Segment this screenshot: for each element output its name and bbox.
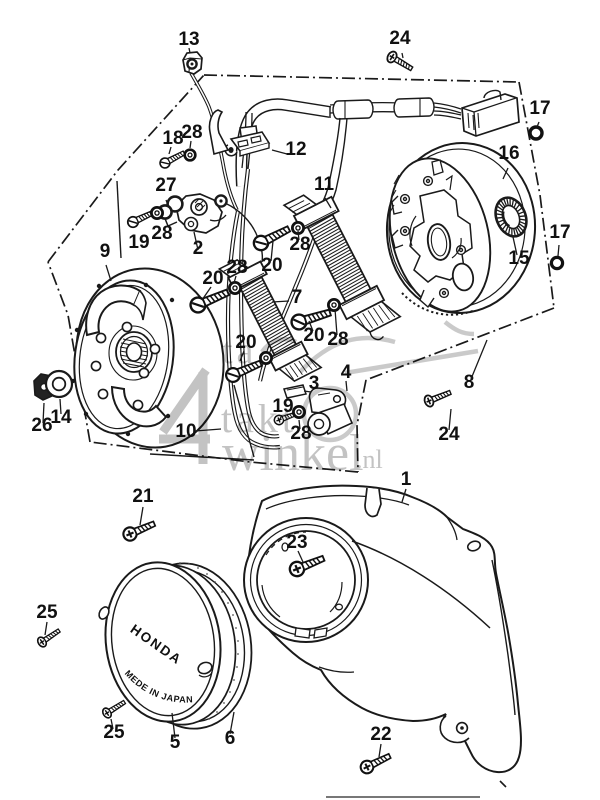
svg-text:22: 22 [370, 724, 391, 745]
svg-text:16: 16 [498, 143, 519, 164]
svg-text:19: 19 [128, 232, 149, 253]
svg-text:17: 17 [529, 98, 550, 119]
svg-text:25: 25 [103, 722, 125, 743]
svg-text:21: 21 [132, 486, 154, 507]
svg-text:20: 20 [235, 332, 256, 353]
svg-text:20: 20 [261, 255, 282, 276]
svg-text:26: 26 [31, 415, 52, 436]
svg-text:18: 18 [162, 128, 183, 149]
svg-text:19: 19 [272, 396, 293, 417]
svg-text:28: 28 [151, 223, 172, 244]
svg-text:25: 25 [36, 602, 58, 623]
svg-text:17: 17 [549, 222, 570, 243]
svg-text:28: 28 [289, 234, 310, 255]
svg-text:23: 23 [286, 532, 307, 553]
svg-text:24: 24 [389, 28, 411, 49]
svg-text:takt: takt [221, 396, 297, 441]
svg-text:27: 27 [155, 175, 176, 196]
svg-text:24: 24 [438, 424, 460, 445]
svg-text:28: 28 [226, 257, 247, 278]
svg-text:28: 28 [181, 122, 202, 143]
svg-text:14: 14 [50, 407, 72, 428]
svg-text:.nl: .nl [356, 445, 383, 474]
svg-text:3: 3 [309, 373, 320, 394]
svg-text:15: 15 [508, 248, 530, 269]
svg-text:9: 9 [100, 241, 111, 262]
svg-text:20: 20 [202, 268, 223, 289]
svg-text:ta: ta [222, 330, 257, 372]
svg-text:8: 8 [464, 372, 475, 393]
svg-text:11: 11 [314, 174, 335, 195]
svg-text:7: 7 [292, 287, 303, 308]
svg-text:20: 20 [303, 325, 324, 346]
svg-text:6: 6 [225, 728, 236, 749]
svg-text:12: 12 [285, 139, 306, 160]
svg-text:1: 1 [401, 469, 412, 490]
svg-text:13: 13 [178, 29, 199, 50]
svg-text:winkel: winkel [222, 425, 364, 482]
svg-text:5: 5 [170, 732, 181, 753]
